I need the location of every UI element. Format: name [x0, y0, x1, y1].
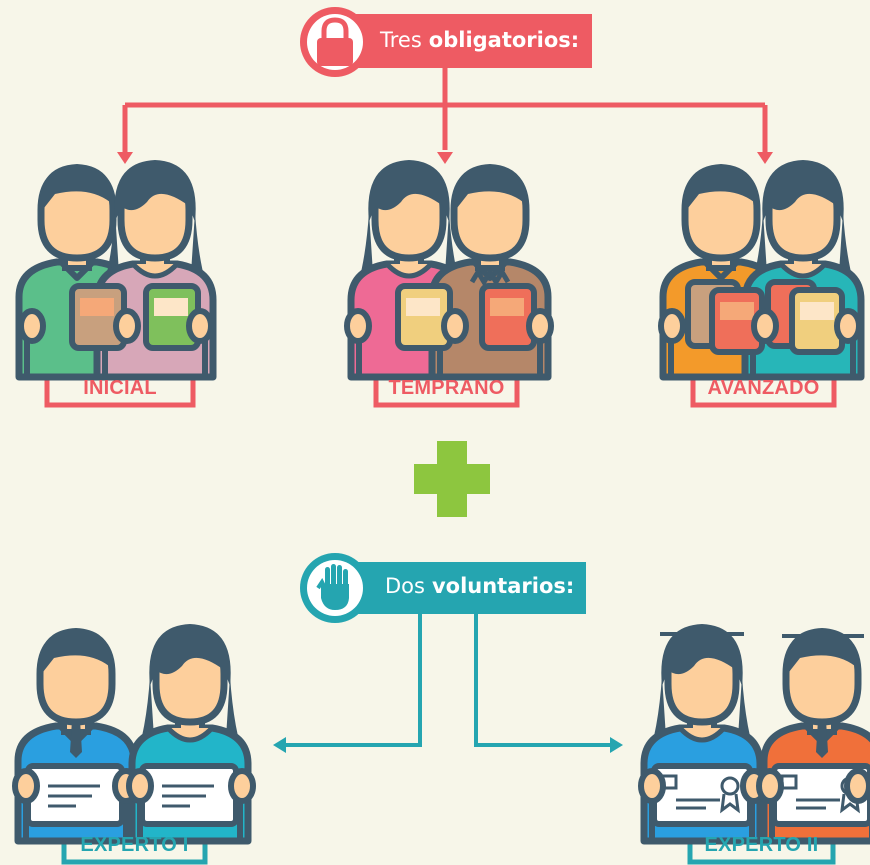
figure-group-experto-2 [641, 624, 870, 841]
mandatory-arrowheads [117, 152, 773, 164]
raised-hand-icon [316, 564, 349, 610]
level-label-avanzado: AVANZADO [707, 377, 820, 399]
voluntary-banner-text: Dos voluntarios: [385, 574, 574, 598]
voluntary-banner-prefix: Dos [385, 574, 425, 598]
figure-group-experto-1 [15, 624, 253, 841]
voluntary-banner-bold: voluntarios: [431, 574, 575, 598]
padlock-icon [317, 17, 353, 66]
mandatory-banner-prefix: Tres [380, 28, 422, 52]
mandatory-banner-text: Tres obligatorios: [380, 28, 579, 52]
plus-icon [414, 441, 490, 517]
figure-group-inicial [19, 160, 213, 377]
voluntary-banner [300, 553, 586, 623]
mandatory-banner [300, 7, 592, 77]
figure-group-avanzado [661, 160, 861, 377]
level-label-temprano: TEMPRANO [388, 377, 505, 399]
level-label-experto-2: EXPERTO II [704, 834, 819, 856]
document-icon [395, 283, 537, 351]
figure-group-temprano [347, 160, 551, 377]
level-label-inicial: INICIAL [83, 377, 157, 399]
graduation-cap-icon [660, 632, 864, 648]
voluntary-connectors [284, 612, 612, 747]
voluntary-arrowheads [273, 737, 623, 753]
level-label-experto-1: EXPERTO I [80, 834, 189, 856]
mandatory-connectors [122, 66, 768, 154]
mandatory-banner-bold: obligatorios: [428, 28, 580, 52]
